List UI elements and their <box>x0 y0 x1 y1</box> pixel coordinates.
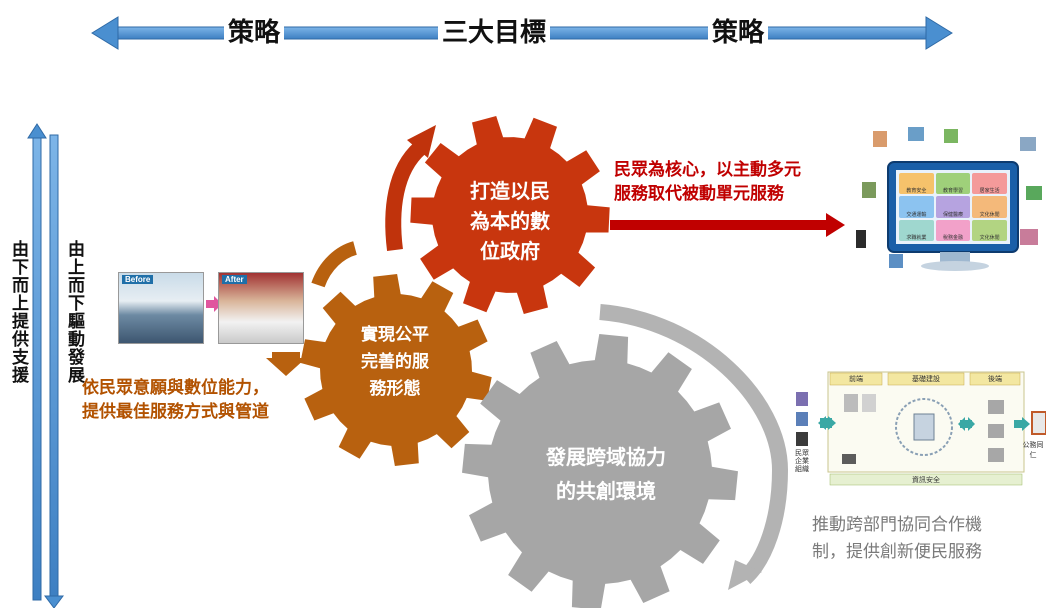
red-gear-label: 打造以民 為本的數 位政府 <box>470 179 550 263</box>
monitor-tile: 教育學習 <box>935 173 971 195</box>
gear-gray-shape <box>462 334 738 608</box>
top-down-drive-label: 由上而下驅動發展 <box>64 240 84 384</box>
gear-red-shape <box>410 116 610 314</box>
before-after-arrow-shaft <box>206 300 216 308</box>
network-left-caption: 民眾 企業 組織 <box>795 450 809 473</box>
gray-gear-label: 發展跨域協力 的共創環境 <box>546 445 666 503</box>
gray-gear <box>462 334 738 608</box>
citizen-centric-caption: 民眾為核心，以主動多元 服務取代被動單元服務 <box>614 160 801 204</box>
brown-down-arrow <box>266 352 306 376</box>
monitor-tile: 居家生活 <box>972 173 1007 195</box>
brown-curved-arrow <box>311 241 358 288</box>
best-channel-caption: 依民眾意願與數位能力， 提供最佳服務方式與管道 <box>82 378 269 422</box>
gray-curved-arrowhead <box>728 560 762 590</box>
network-diagram <box>796 371 1046 486</box>
after-photo: After <box>218 272 304 344</box>
top-center-goals-label: 三大目標 <box>438 16 551 50</box>
vertical-arrow-up <box>27 123 47 601</box>
red-gear <box>410 116 610 314</box>
red-curved-arrowhead <box>407 125 436 158</box>
before-photo: Before <box>118 272 204 344</box>
top-left-strategy-label: 策略 <box>224 16 285 50</box>
network-front-label: 前端 <box>849 376 863 383</box>
monitor-tile: 文化休閒 <box>972 219 1007 241</box>
monitor-tile: 文化休閒 <box>972 196 1007 218</box>
orange-gear-label: 實現公平 完善的服 務形態 <box>361 325 429 399</box>
network-infrastructure-label: 基礎建設 <box>912 376 940 383</box>
monitor-tile: 保健醫療 <box>935 196 971 218</box>
monitor-service-grid: 教育安全教育學習居家生活交通運輸保健醫療文化休閒求職就業稅務金融文化休閒 <box>898 172 1008 242</box>
gear-orange-shape <box>300 274 492 466</box>
vertical-arrow-down <box>44 134 64 608</box>
network-security-label: 資訊安全 <box>912 477 940 484</box>
network-back-label: 後端 <box>988 376 1002 383</box>
orange-gear <box>300 274 492 466</box>
monitor-tile: 交通運輸 <box>899 196 934 218</box>
network-right-caption: 公務同仁 <box>1022 442 1044 459</box>
monitor-tile: 教育安全 <box>899 173 934 195</box>
red-curved-arrow <box>385 141 426 251</box>
before-tag: Before <box>122 275 154 284</box>
gray-curved-arrow <box>599 304 789 584</box>
after-tag: After <box>222 275 247 284</box>
cross-department-caption: 推動跨部門協同合作機 制，提供創新便民服務 <box>812 515 982 562</box>
monitor-tile: 稅務金融 <box>935 219 971 241</box>
red-horizontal-arrow <box>610 213 845 237</box>
bottom-up-support-label: 由下而上提供支援 <box>8 240 28 384</box>
monitor-tile: 求職就業 <box>899 219 934 241</box>
top-right-strategy-label: 策略 <box>708 16 769 50</box>
